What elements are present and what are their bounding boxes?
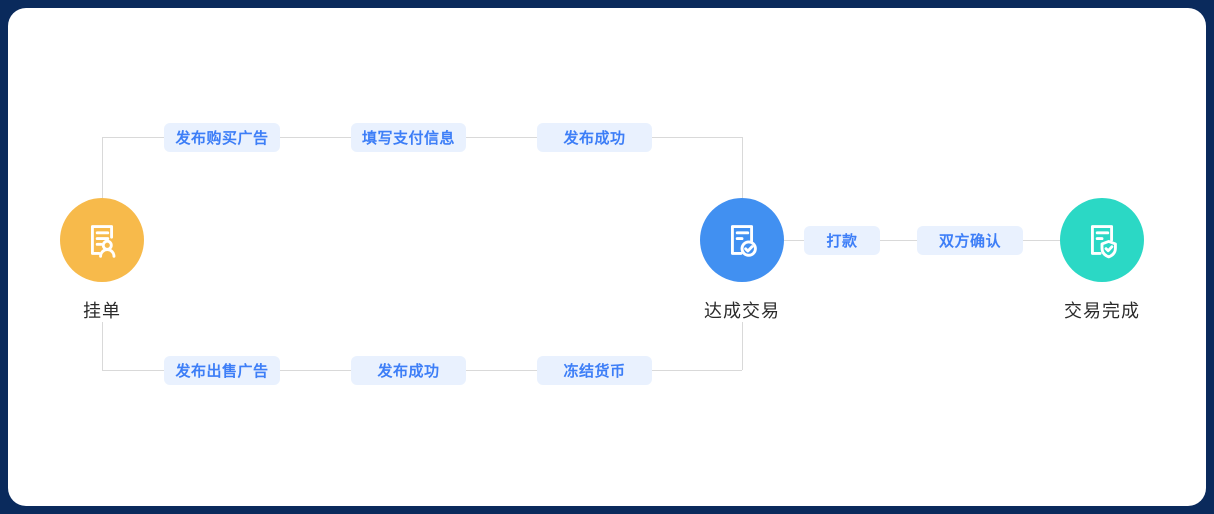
connector-line bbox=[742, 322, 743, 370]
document-user-icon bbox=[90, 225, 116, 258]
step-pill-fill-payment-info: 填写支付信息 bbox=[351, 123, 466, 152]
connector-line bbox=[466, 370, 537, 371]
connector-line bbox=[742, 137, 743, 198]
connector-line bbox=[280, 137, 351, 138]
step-pill-both-confirm: 双方确认 bbox=[917, 226, 1023, 255]
connector-line bbox=[652, 370, 742, 371]
document-check-icon bbox=[730, 225, 757, 257]
flow-diagram-card: 发布购买广告 填写支付信息 发布成功 发布出售广告 发布成功 冻结货币 打款 双… bbox=[8, 8, 1206, 506]
node-trade-complete bbox=[1060, 198, 1144, 282]
step-pill-publish-buy-ad: 发布购买广告 bbox=[164, 123, 280, 152]
step-pill-freeze-currency: 冻结货币 bbox=[537, 356, 652, 385]
connector-line bbox=[466, 137, 537, 138]
connector-line bbox=[652, 137, 742, 138]
node-label-deal-reached: 达成交易 bbox=[704, 301, 780, 321]
step-pill-make-payment: 打款 bbox=[804, 226, 880, 255]
connector-line bbox=[102, 370, 164, 371]
step-pill-publish-success-top: 发布成功 bbox=[537, 123, 652, 152]
node-label-place-order: 挂单 bbox=[83, 301, 121, 321]
node-deal-reached bbox=[700, 198, 784, 282]
connector-line bbox=[1023, 240, 1060, 241]
connector-line bbox=[102, 322, 103, 370]
connector-line bbox=[102, 137, 103, 198]
connector-line bbox=[784, 240, 804, 241]
node-label-trade-complete: 交易完成 bbox=[1064, 301, 1140, 321]
connector-line bbox=[102, 137, 164, 138]
document-shield-icon bbox=[1090, 225, 1117, 259]
step-pill-publish-success-bottom: 发布成功 bbox=[351, 356, 466, 385]
connector-line bbox=[280, 370, 351, 371]
step-pill-publish-sell-ad: 发布出售广告 bbox=[164, 356, 280, 385]
node-place-order bbox=[60, 198, 144, 282]
connector-line bbox=[880, 240, 917, 241]
